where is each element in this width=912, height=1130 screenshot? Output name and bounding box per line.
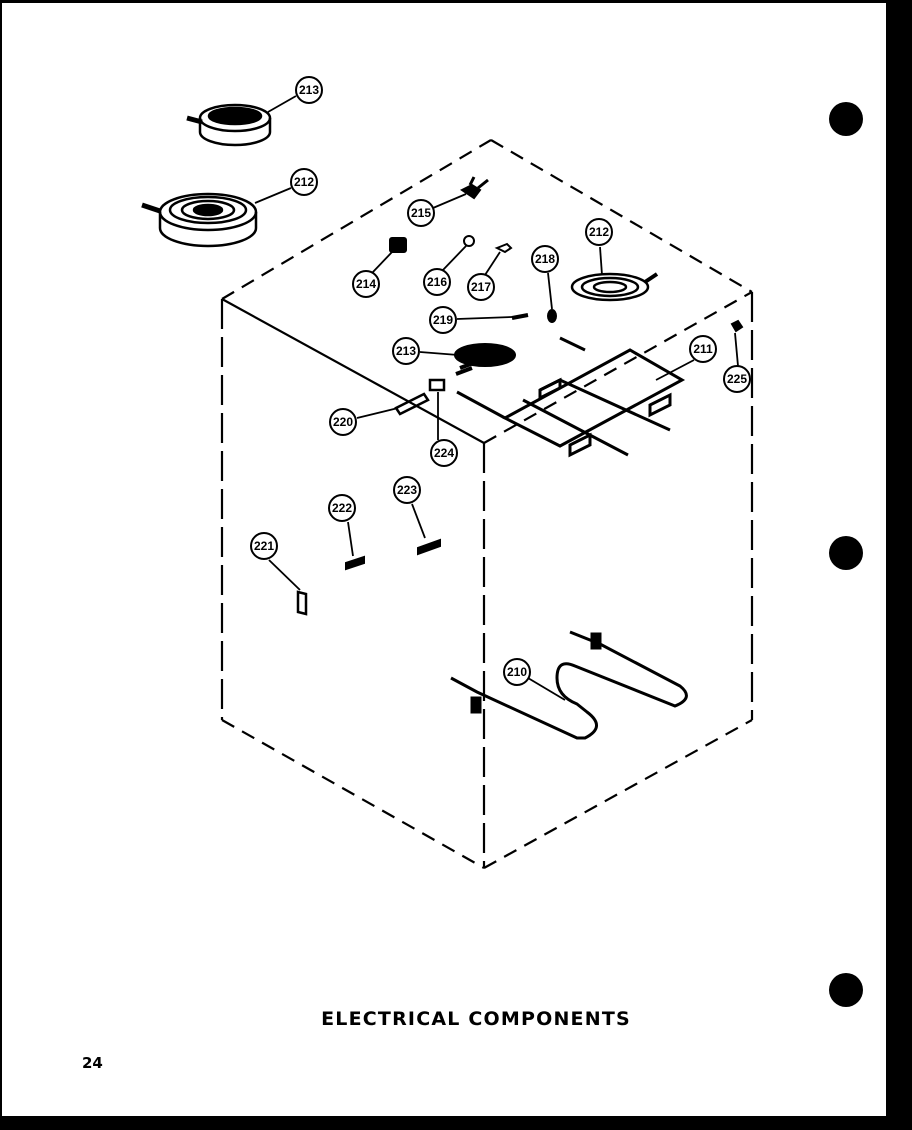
binder-hole-icon [829,102,863,136]
svg-text:221: 221 [254,539,274,553]
scan-border-right [886,0,912,1130]
svg-text:210: 210 [507,665,527,679]
callout-215: 215 [407,199,435,227]
svg-text:215: 215 [411,206,431,220]
surface-element-small-icon [186,103,272,147]
callout-222: 222 [328,494,356,522]
svg-text:219: 219 [433,313,453,327]
svg-text:213: 213 [396,344,416,358]
surface-element-large-icon [141,192,258,248]
svg-text:212: 212 [589,225,609,239]
callout-212: 212 [290,168,318,196]
callout-217: 217 [467,273,495,301]
callout-212: 212 [585,218,613,246]
callouts: 213 212 215 214 216 217 218 212 219 213 … [250,76,751,686]
scan-border-left [0,0,2,1130]
binder-hole-icon [829,536,863,570]
callout-220: 220 [329,408,357,436]
svg-text:213: 213 [299,83,319,97]
svg-text:216: 216 [427,275,447,289]
svg-text:214: 214 [356,277,376,291]
callout-219: 219 [429,306,457,334]
callout-221: 221 [250,532,278,560]
svg-text:217: 217 [471,280,491,294]
callout-210: 210 [503,658,531,686]
svg-text:225: 225 [727,372,747,386]
callout-225: 225 [723,365,751,393]
callout-216: 216 [423,268,451,296]
surface-element-small-icon [454,343,516,376]
scan-border-top [0,0,912,3]
callout-214: 214 [352,270,380,298]
svg-text:218: 218 [535,252,555,266]
small-parts-icons [296,176,744,616]
broil-element-icon [456,336,686,458]
binder-hole-icon [829,973,863,1007]
callout-224: 224 [430,439,458,467]
callout-213: 213 [392,337,420,365]
svg-text:212: 212 [294,175,314,189]
callout-218: 218 [531,245,559,273]
leader-lines [254,95,739,701]
svg-text:224: 224 [434,446,454,460]
surface-element-large-icon [570,272,659,302]
scan-border-bottom [0,1116,912,1130]
cabinet-outline [220,139,754,869]
callout-211: 211 [689,335,717,363]
page-number: 24 [82,1054,103,1072]
svg-text:220: 220 [333,415,353,429]
svg-text:211: 211 [693,342,713,356]
svg-text:222: 222 [332,501,352,515]
callout-213: 213 [295,76,323,104]
callout-223: 223 [393,476,421,504]
bake-element-icon [450,630,688,740]
svg-text:223: 223 [397,483,417,497]
diagram-title: ELECTRICAL COMPONENTS [321,1008,631,1030]
